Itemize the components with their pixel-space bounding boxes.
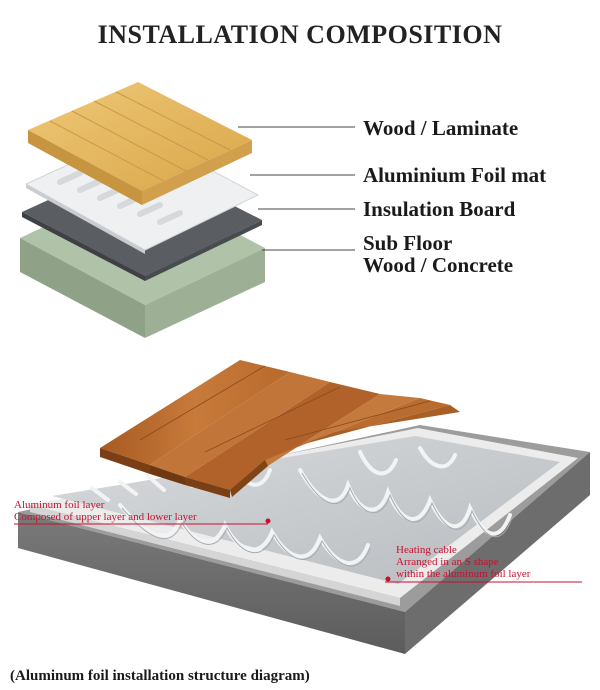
- label-sub-floor: Sub Floor: [363, 231, 453, 255]
- label-wood-concrete: Wood / Concrete: [363, 253, 514, 277]
- annotation-foil-layer-desc: Composed of upper layer and lower layer: [14, 511, 197, 523]
- annotation-cable-title: Heating cable: [396, 544, 457, 556]
- label-wood-laminate: Wood / Laminate: [363, 116, 519, 140]
- wood-laminate-layer: [28, 82, 252, 205]
- leader-lines: [238, 126, 355, 251]
- wood-floor-boards: [100, 360, 460, 498]
- annotation-cable-desc-1: Arranged in an S shape: [396, 556, 499, 568]
- aluminium-foil-mat: [52, 436, 560, 584]
- label-insulation-board: Insulation Board: [363, 197, 516, 221]
- annotation-lines: [14, 518, 582, 583]
- diagram-caption: (Aluminum foil installation structure di…: [10, 668, 310, 684]
- cable-shadow: [121, 472, 513, 567]
- page-title: INSTALLATION COMPOSITION: [97, 20, 503, 49]
- label-aluminium-foil-mat: Aluminium Foil mat: [363, 163, 547, 187]
- annotation-cable-desc-2: within the aluminum foil layer: [396, 568, 531, 580]
- annotation-foil-layer-title: Aluminum foil layer: [14, 499, 105, 511]
